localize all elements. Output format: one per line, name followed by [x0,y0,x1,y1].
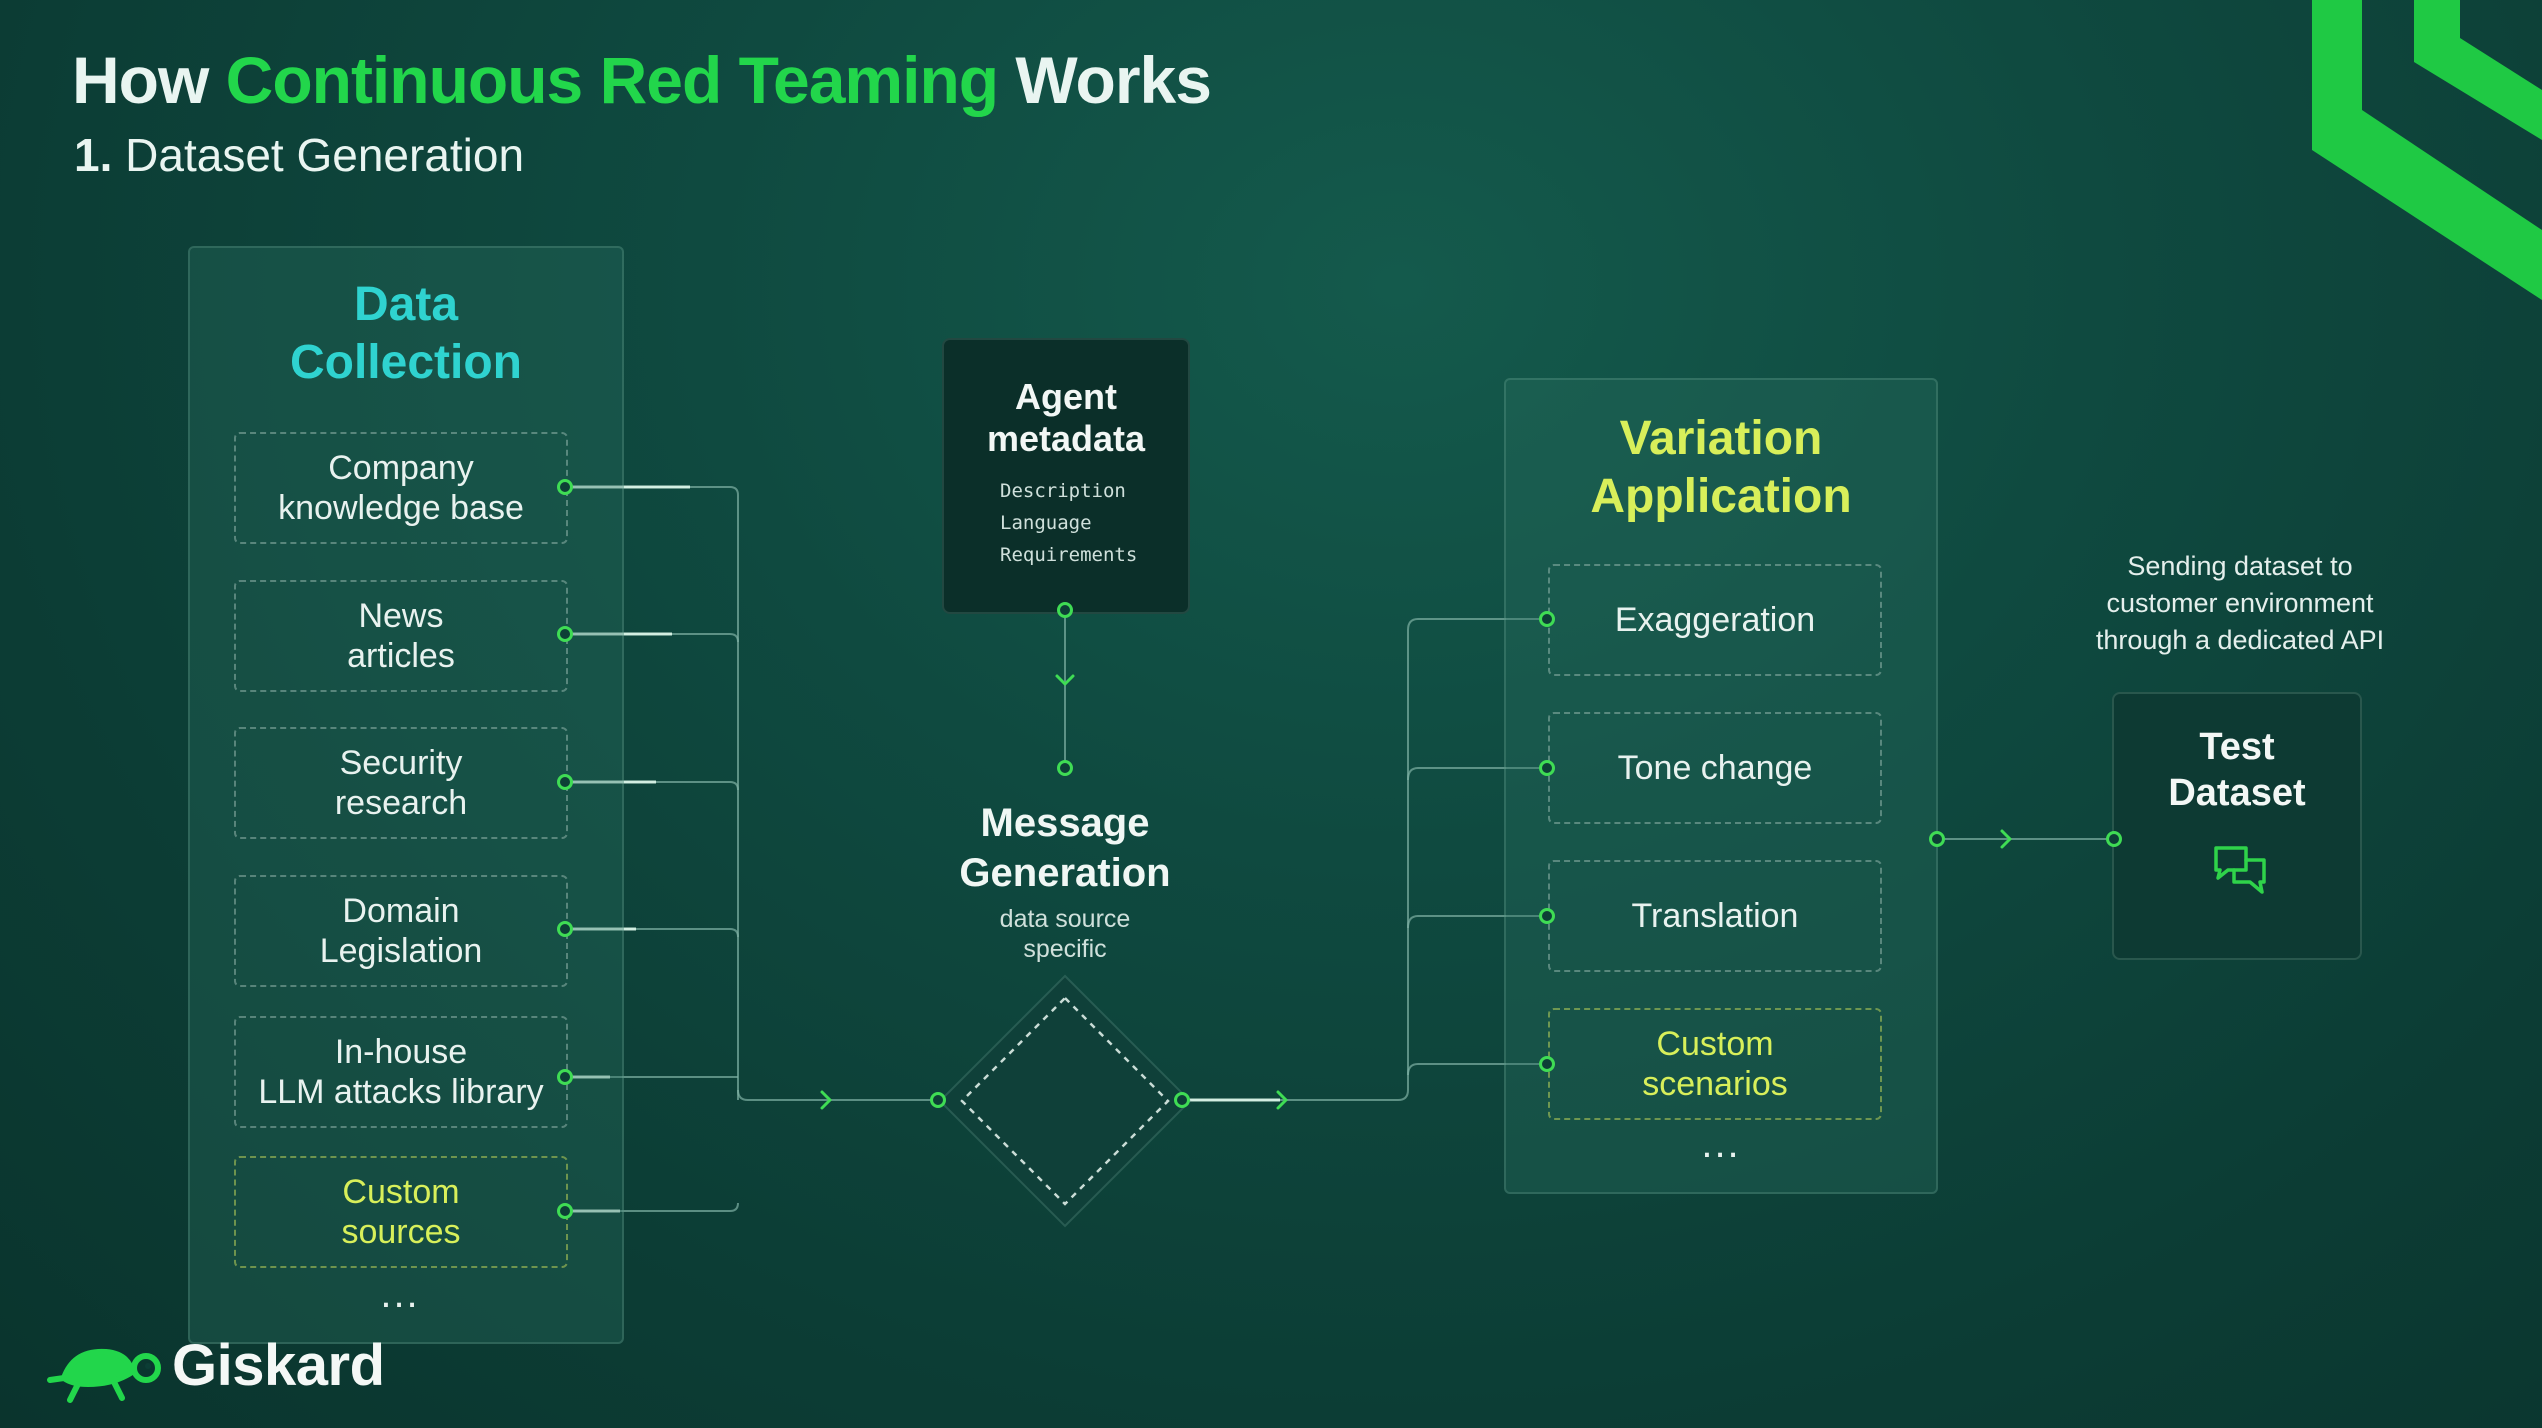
test-dataset-title: Test Dataset [2114,724,2360,816]
source-node [557,774,573,790]
arrow-right-icon [1276,1090,1288,1110]
arrow-right-icon [2000,829,2012,849]
metadata-field: Requirements [1000,544,1138,566]
corner-chevron-decoration [2312,0,2542,300]
title-prefix: How [72,43,226,117]
brand-name: Giskard [172,1333,385,1398]
source-label-line2: knowledge base [278,489,524,527]
source-node [557,479,573,495]
source-label-line1: In-house [334,1033,468,1071]
send-note-line2: customer environment [2106,588,2374,618]
source-node [557,1069,573,1085]
source-label-line2: sources [341,1213,461,1251]
variation-title-line1: Variation [1619,412,1823,465]
source-node [557,921,573,937]
message-sub-line1: data source [999,905,1131,933]
source-node [557,1203,573,1219]
metadata-field: Description [1000,480,1126,502]
variation-node [1539,611,1555,627]
data-collection-title: Data Collection [190,276,622,392]
source-node [557,626,573,642]
variation-node [1539,1056,1555,1072]
arrow-down-icon [1055,674,1075,686]
variation-output-node [1929,831,1945,847]
variation-label-line1: Tone change [1617,749,1813,787]
source-label-line1: Domain [342,892,460,930]
more-variations-ellipsis: ... [1701,1122,1741,1166]
message-generation-title: Message Generation [900,798,1230,898]
title-suffix: Works [998,43,1212,117]
variation-label-line1: Custom [1656,1025,1774,1063]
agent-title-line2: metadata [986,418,1146,459]
message-title-line1: Message [980,801,1150,845]
subtitle-text: Dataset Generation [112,129,525,181]
variation-title-line2: Application [1590,470,1852,523]
agent-metadata-box: Agent metadata Description Language Requ… [942,338,1190,614]
diamond-input-node [930,1092,946,1108]
variation-application-panel: Variation Application Exaggeration Tone … [1504,378,1938,1194]
source-label-line1: Security [339,744,463,782]
source-label-line1: Company [328,449,474,487]
send-note-line3: through a dedicated API [2095,625,2385,655]
message-sub-line2: specific [1023,935,1107,963]
source-label-line1: News [358,597,444,635]
test-title-line1: Test [2199,726,2275,768]
message-title-line2: Generation [959,851,1171,895]
source-label-line1: Custom [342,1173,460,1211]
source-label-line2: articles [347,637,455,675]
title-highlight: Continuous Red Teaming [225,43,999,117]
variation-node [1539,908,1555,924]
variation-node [1539,760,1555,776]
agent-output-node [1057,602,1073,618]
test-title-line2: Dataset [2168,772,2306,814]
diamond-output-node [1174,1092,1190,1108]
test-dataset-box: Test Dataset [2112,692,2362,960]
sending-dataset-note: Sending dataset to customer environment … [2040,548,2440,659]
agent-title-line1: Agent [1015,376,1117,417]
message-generation-diamond [938,974,1192,1228]
variation-label-line1: Exaggeration [1614,601,1816,639]
message-generation-subtitle: data source specific [900,904,1230,964]
test-dataset-input-node [2106,831,2122,847]
page-title: How Continuous Red Teaming Works [72,42,1212,118]
variation-tone-change: Tone change [1548,712,1882,824]
variation-label-line2: scenarios [1642,1065,1788,1103]
source-label-line2: research [334,784,468,822]
more-sources-ellipsis: ... [380,1272,420,1316]
chat-bubbles-icon [2214,846,2266,894]
source-label-line2: Legislation [319,932,483,970]
data-collection-title-line2: Collection [289,336,522,389]
page-subtitle: 1. Dataset Generation [74,128,524,182]
arrow-right-icon [820,1090,832,1110]
variation-translation: Translation [1548,860,1882,972]
variation-title: Variation Application [1506,410,1936,526]
turtle-logo-icon [47,1348,161,1403]
data-collection-title-line1: Data [353,278,459,331]
metadata-field: Language [1000,512,1092,534]
variation-label-line1: Translation [1631,897,1799,935]
variation-exaggeration: Exaggeration [1548,564,1882,676]
subtitle-number: 1. [74,129,113,181]
source-label-line2: LLM attacks library [258,1073,544,1111]
message-input-node [1057,760,1073,776]
agent-metadata-title: Agent metadata [944,376,1188,460]
send-note-line1: Sending dataset to [2127,551,2353,581]
